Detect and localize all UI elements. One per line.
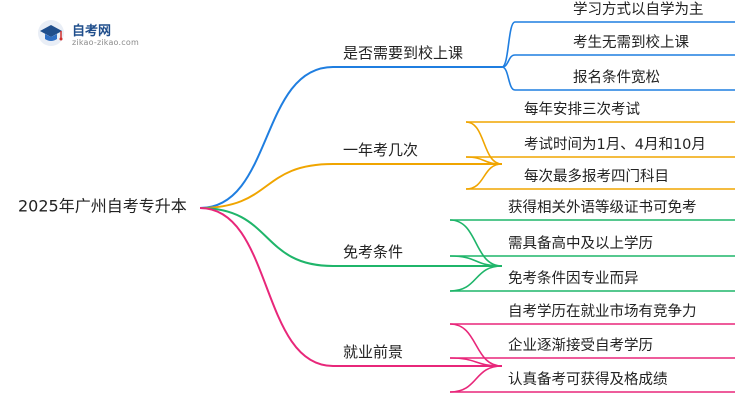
link-root-exemption xyxy=(199,207,334,267)
child-label-attend-class-1: 学习方式以自学为主 xyxy=(573,1,704,18)
branch-label-exemption: 免考条件 xyxy=(343,243,403,261)
brand-name: 自考网 xyxy=(72,24,112,39)
link-exam-frequency-child-3 xyxy=(465,163,503,190)
child-label-exemption-2: 需具备高中及以上学历 xyxy=(508,235,653,252)
root-node-label: 2025年广州自考专升本 xyxy=(18,197,187,216)
link-exemption-child-3 xyxy=(449,265,503,292)
child-label-employment-1: 自考学历在就业市场有竞争力 xyxy=(508,302,697,320)
link-attend-class-child-1 xyxy=(501,21,516,68)
link-attend-class-child-3 xyxy=(501,66,516,91)
child-label-exemption-1: 获得相关外语等级证书可免考 xyxy=(508,198,697,216)
branch-label-attend-class: 是否需要到校上课 xyxy=(343,44,463,62)
branch-label-exam-frequency: 一年考几次 xyxy=(343,141,418,159)
brand-domain: zikao-zikao.com xyxy=(72,38,139,47)
child-label-employment-3: 认真备考可获得及格成绩 xyxy=(508,370,668,388)
link-employment-child-3 xyxy=(449,365,503,393)
link-exam-frequency-child-1 xyxy=(465,121,503,165)
link-root-exam-frequency xyxy=(199,163,334,209)
link-exemption-child-1 xyxy=(449,219,503,267)
child-label-attend-class-3: 报名条件宽松 xyxy=(573,69,660,86)
link-employment-child-1 xyxy=(449,323,503,367)
child-label-exam-frequency-1: 每年安排三次考试 xyxy=(524,101,640,118)
child-label-exam-frequency-3: 每次最多报考四门科目 xyxy=(524,168,669,185)
child-label-attend-class-2: 考生无需到校上课 xyxy=(573,34,689,51)
link-exam-frequency-child-2 xyxy=(465,156,503,165)
graduation-cap-icon xyxy=(38,20,64,46)
child-label-employment-2: 企业逐渐接受自考学历 xyxy=(508,336,653,354)
child-label-exam-frequency-2: 考试时间为1月、4月和10月 xyxy=(524,136,706,153)
brand-logo: 自考网 zikao-zikao.com xyxy=(36,18,166,58)
link-root-attend-class xyxy=(199,66,334,209)
child-label-exemption-3: 免考条件因专业而异 xyxy=(508,270,639,287)
branch-label-employment: 就业前景 xyxy=(343,343,403,361)
link-root-employment xyxy=(199,207,334,367)
